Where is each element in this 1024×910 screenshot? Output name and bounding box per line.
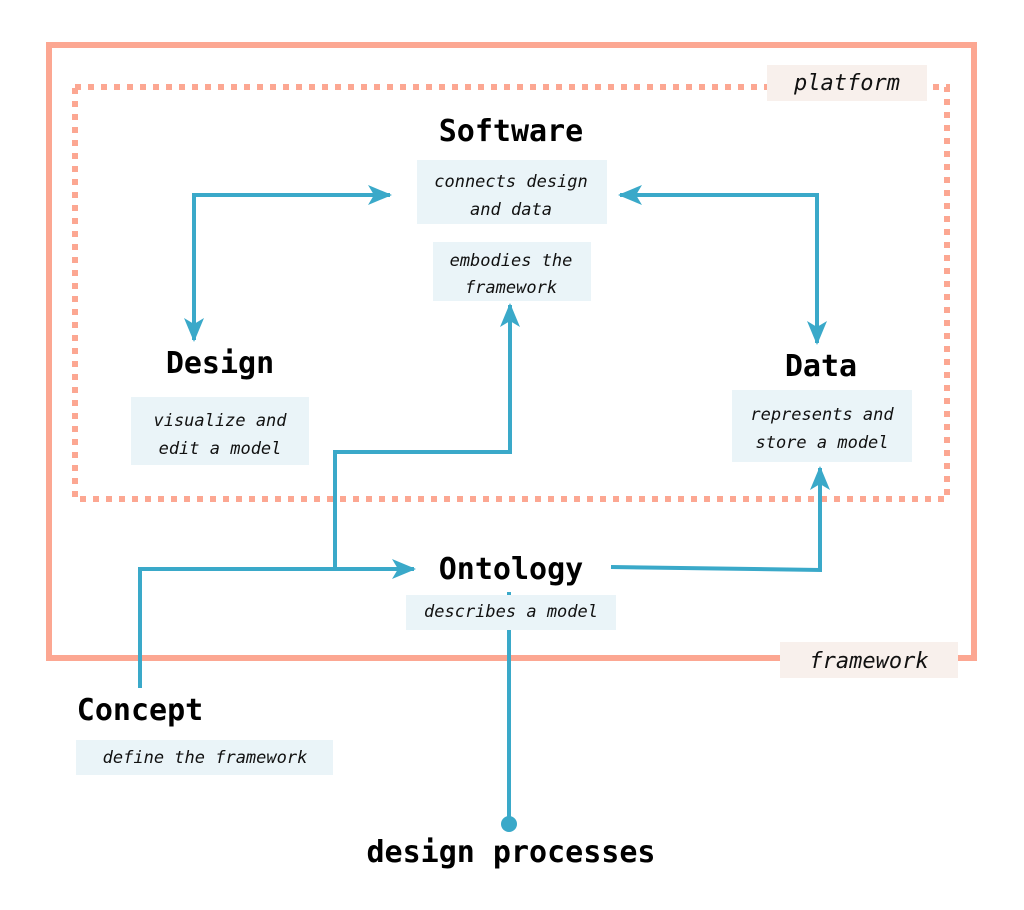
design-processes-dot-icon: [501, 816, 517, 832]
node-design-desc-line-1: visualize and: [153, 411, 287, 431]
node-data-desc-box: [732, 390, 912, 462]
node-software-desc2-box: [433, 242, 591, 301]
node-data-desc-line-1: represents and: [750, 405, 894, 425]
node-data-title: Data: [785, 349, 857, 384]
node-design-desc-line-2: edit a model: [159, 439, 282, 459]
node-design-processes-title: design processes: [367, 835, 656, 870]
node-software-desc-line-2: and data: [470, 200, 552, 220]
node-software-desc-line-1: connects design: [434, 172, 588, 192]
framework-label-text: framework: [809, 649, 928, 674]
node-software-desc-box: [417, 160, 607, 224]
edge-design-software: [184, 185, 392, 342]
node-concept-desc-box: [76, 740, 333, 775]
edge-ontology-software: [333, 303, 520, 569]
node-data: Data represents and store a model: [732, 349, 912, 462]
node-concept: Concept define the framework: [76, 693, 333, 775]
node-concept-desc-line-1: define the framework: [103, 748, 308, 768]
platform-frame: [72, 84, 950, 502]
node-software: Software connects design and data embodi…: [417, 114, 607, 301]
framework-frame: [46, 42, 977, 661]
node-data-desc-line-2: store a model: [755, 433, 888, 453]
node-ontology: Ontology describes a model: [406, 552, 616, 630]
framework-label: framework: [780, 642, 958, 678]
edge-ontology-data: [610, 466, 830, 573]
edge-software-data: [618, 185, 827, 345]
node-design: Design visualize and edit a model: [131, 346, 309, 465]
node-design-title: Design: [166, 346, 274, 381]
node-software-title: Software: [439, 114, 584, 149]
node-ontology-title: Ontology: [439, 552, 584, 587]
node-ontology-desc-box: [406, 595, 616, 630]
edge-concept-ontology: [138, 559, 416, 688]
node-software-desc2-line-1: embodies the: [450, 251, 573, 271]
node-ontology-desc-line-1: describes a model: [424, 602, 598, 622]
platform-label-text: platform: [793, 71, 900, 96]
node-concept-title: Concept: [77, 693, 203, 728]
node-software-desc2-line-2: framework: [465, 278, 557, 298]
node-design-processes: design processes: [367, 835, 656, 870]
connectors: [138, 185, 830, 824]
platform-label: platform: [767, 65, 927, 101]
node-design-desc-box: [131, 397, 309, 465]
